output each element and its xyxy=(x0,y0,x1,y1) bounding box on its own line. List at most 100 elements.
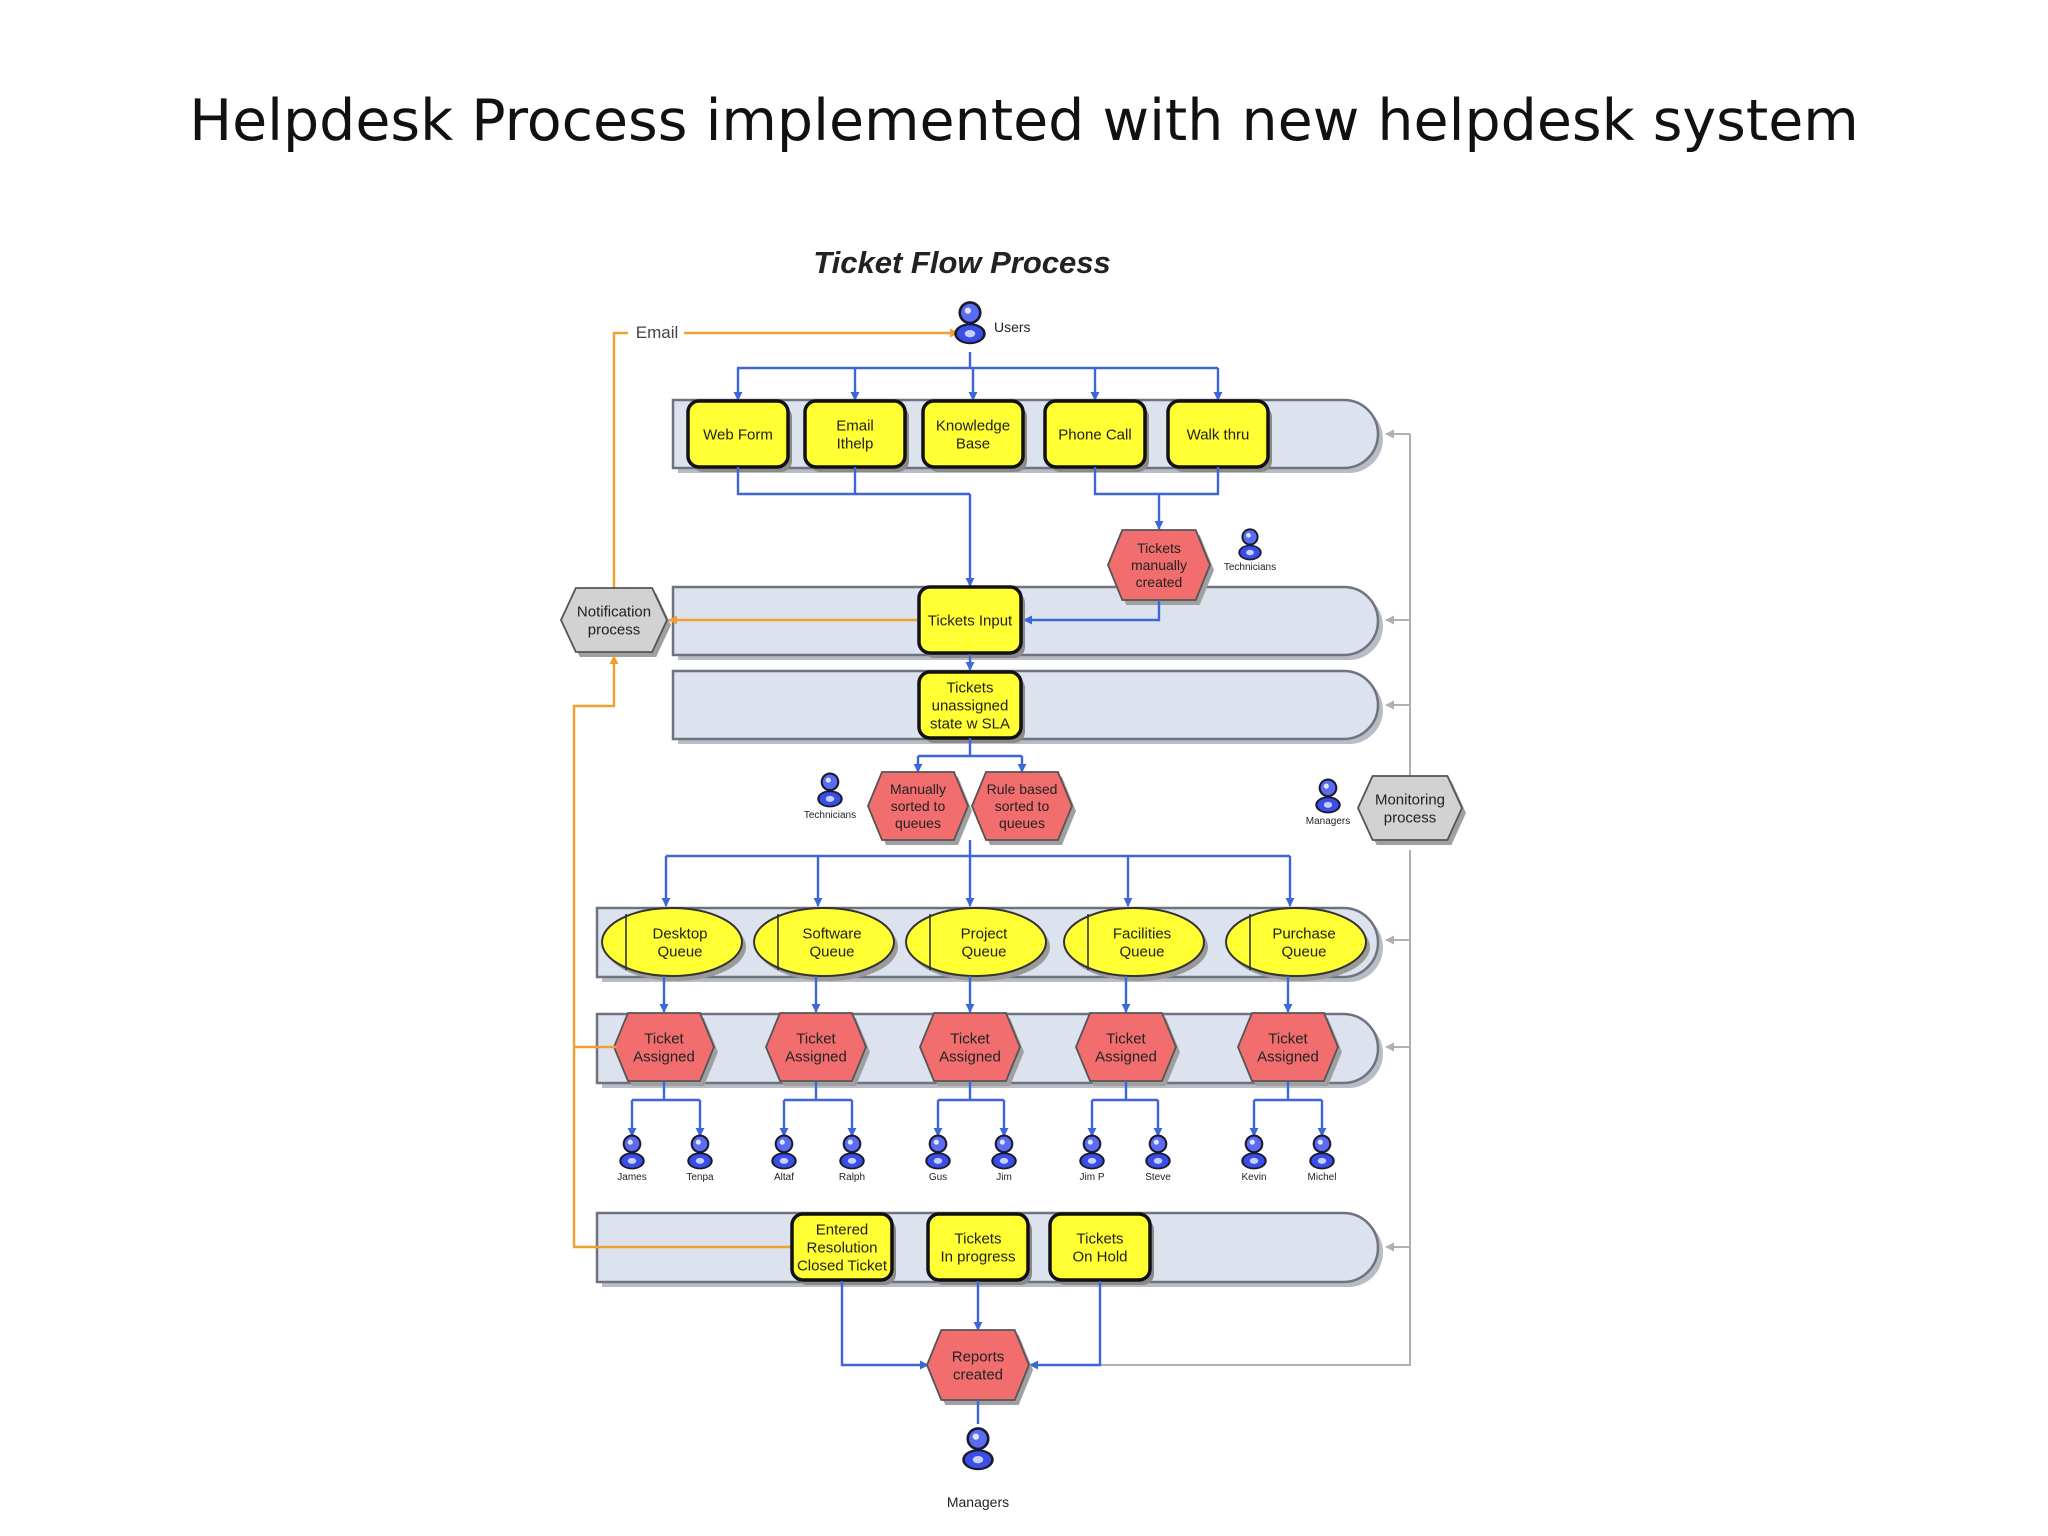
technician-altaf xyxy=(771,1134,797,1170)
tickets-input xyxy=(917,585,1023,655)
technician-tenpa xyxy=(687,1134,713,1170)
technician-jim-head-light xyxy=(999,1139,1005,1145)
technician-jim-label: Jim xyxy=(996,1172,1012,1183)
managers-bottom-icon-body-light xyxy=(972,1456,984,1464)
technician-altaf-body-light xyxy=(779,1157,789,1164)
resolution-to-reports xyxy=(840,1281,929,1370)
ticket-assigned-software xyxy=(765,1012,867,1082)
technician-kevin-head-light xyxy=(1249,1139,1255,1145)
technician-tenpa-head-light xyxy=(695,1139,701,1145)
status-in-progress xyxy=(926,1212,1030,1282)
webform-line xyxy=(736,467,970,496)
technician-jim-p-body-light xyxy=(1087,1157,1097,1164)
intake-knowledge-base xyxy=(921,399,1025,469)
technician-michel xyxy=(1309,1134,1335,1170)
technician-james-body-light xyxy=(627,1157,637,1164)
phone-walk-line xyxy=(1093,467,1220,496)
technician-kevin-body-light xyxy=(1249,1157,1259,1164)
technician-james-head-light xyxy=(627,1139,633,1145)
technician-gus xyxy=(925,1134,951,1170)
lane-unassigned xyxy=(671,669,1380,741)
technicians-top-icon-head-light xyxy=(1246,533,1251,538)
technician-gus-body-light xyxy=(933,1157,943,1164)
technician-jim-p-label: Jim P xyxy=(1080,1172,1105,1183)
users-icon xyxy=(954,301,986,345)
technician-ralph xyxy=(839,1134,865,1170)
monitor-line-down xyxy=(1015,850,1411,1366)
diagram-title: Ticket Flow Process xyxy=(813,245,1111,280)
monitoring-process xyxy=(1357,775,1463,841)
technician-jim-body-light xyxy=(999,1157,1009,1164)
technician-james-label: James xyxy=(617,1172,646,1183)
sort-manually-sorted xyxy=(867,771,969,841)
ticket-assigned-facilities xyxy=(1075,1012,1177,1082)
notification-process xyxy=(560,587,668,653)
tickets-input-label: Tickets Input xyxy=(928,612,1013,629)
technicians-mid-icon xyxy=(817,772,843,808)
technician-steve-head-light xyxy=(1153,1139,1159,1145)
technician-gus-label: Gus xyxy=(929,1172,947,1183)
slide-title: Helpdesk Process implemented with new he… xyxy=(189,88,1859,154)
technicians-top-icon-body-light xyxy=(1246,549,1254,556)
technicians-mid-icon-head-light xyxy=(825,777,831,783)
email-label-bg xyxy=(628,320,684,344)
intake-web-form-label: Web Form xyxy=(703,426,773,443)
queue-project xyxy=(905,907,1047,977)
managers-side-icon-body-light xyxy=(1323,801,1333,808)
technician-gus-head-light xyxy=(933,1139,939,1145)
managers-bottom-label: Managers xyxy=(947,1494,1009,1510)
queue-facilities xyxy=(1063,907,1205,977)
technician-michel-head-light xyxy=(1317,1139,1323,1145)
managers-side-icon xyxy=(1315,778,1341,814)
technician-jim xyxy=(991,1134,1017,1170)
intake-phone-call-label: Phone Call xyxy=(1058,426,1131,443)
status-on-hold xyxy=(1048,1212,1152,1282)
manual-to-input xyxy=(1023,600,1161,625)
technician-jim-p-head-light xyxy=(1087,1139,1093,1145)
technicians-top-icon xyxy=(1238,528,1262,561)
managers-bottom-icon xyxy=(962,1427,994,1471)
managers-side-icon-label: Managers xyxy=(1306,816,1350,827)
users-icon-head-light xyxy=(964,307,972,314)
sort-rule-based-sorted xyxy=(971,771,1073,841)
queue-software xyxy=(753,907,895,977)
technician-ralph-body-light xyxy=(847,1157,857,1164)
reports-created xyxy=(926,1329,1030,1401)
ticket-assigned-desktop xyxy=(613,1012,715,1082)
onhold-to-reports xyxy=(1029,1281,1102,1370)
notify-return-line xyxy=(572,655,792,1249)
technician-ralph-label: Ralph xyxy=(839,1172,865,1183)
technician-ralph-head-light xyxy=(847,1139,853,1145)
technician-jim-p xyxy=(1079,1134,1105,1170)
intake-walk-thru-label: Walk thru xyxy=(1187,426,1250,443)
technician-altaf-head-light xyxy=(779,1139,785,1145)
status-entered-resolution xyxy=(790,1212,894,1282)
technician-steve-label: Steve xyxy=(1145,1172,1171,1183)
technician-kevin-label: Kevin xyxy=(1241,1172,1266,1183)
tickets-manually-created xyxy=(1107,529,1211,601)
managers-side-icon-head-light xyxy=(1323,783,1329,789)
technician-michel-body-light xyxy=(1317,1157,1327,1164)
users-label: Users xyxy=(994,319,1031,335)
users-icon-body-light xyxy=(964,330,976,338)
technicians-mid-icon-label: Technicians xyxy=(804,810,856,821)
